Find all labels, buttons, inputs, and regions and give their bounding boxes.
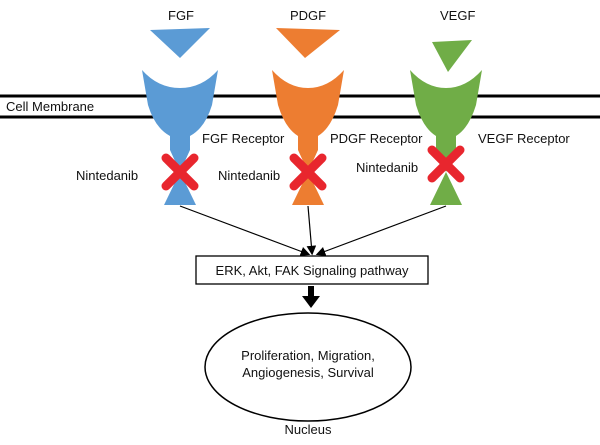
pdgf-receptor-upper-cone xyxy=(298,150,318,172)
vegf-ligand-label: VEGF xyxy=(440,8,475,23)
fgf-receptor-lower-cone xyxy=(164,172,196,205)
fgf-ligand-triangle xyxy=(150,28,210,58)
vegf-to-pathway-arrow xyxy=(315,205,447,256)
fgf-ligand-label: FGF xyxy=(168,8,194,23)
pdgf-inhibition-x-icon xyxy=(289,153,327,191)
nucleus-label: Nucleus xyxy=(285,422,332,437)
vegf-inhibition-x-icon xyxy=(427,145,465,183)
fgf-receptor-label: FGF Receptor xyxy=(202,131,285,146)
pathway-box xyxy=(195,255,429,285)
nucleus-outcome-line-2: Angiogenesis, Survival xyxy=(242,365,374,380)
vegf-receptor-body xyxy=(410,70,482,150)
vegf-inhibitor-label: Nintedanib xyxy=(356,160,418,175)
thick-arrow-head xyxy=(302,296,320,308)
pathway-box-label: ERK, Akt, FAK Signaling pathway xyxy=(216,263,409,278)
pdgf-receptor-group: PDGF PDGF Receptor Nintedanib xyxy=(218,8,423,205)
pdgf-receptor-body xyxy=(272,70,344,150)
pdgf-ligand-triangle xyxy=(276,28,340,58)
vegf-receptor-lower-cone xyxy=(430,172,462,205)
pdgf-inhibitor-label: Nintedanib xyxy=(218,168,280,183)
pdgf-receptor-lower-cone xyxy=(292,172,324,205)
nucleus-oval xyxy=(204,312,412,422)
fgf-receptor-body xyxy=(142,70,218,150)
vegf-receptor-label: VEGF Receptor xyxy=(478,131,570,146)
thick-arrow-shaft xyxy=(308,286,314,298)
fgf-receptor-upper-cone xyxy=(170,150,190,172)
vegf-ligand-triangle xyxy=(432,40,472,72)
fgf-inhibitor-label: Nintedanib xyxy=(76,168,138,183)
vegf-receptor-group: VEGF VEGF Receptor Nintedanib xyxy=(356,8,570,205)
fgf-to-pathway-arrow xyxy=(179,205,311,256)
pdgf-receptor-label: PDGF Receptor xyxy=(330,131,423,146)
pdgf-ligand-label: PDGF xyxy=(290,8,326,23)
fgf-inhibition-x-icon xyxy=(161,153,199,191)
fgf-receptor-group: FGF FGF Receptor Nintedanib xyxy=(76,8,285,205)
pdgf-to-pathway-arrow xyxy=(306,205,317,256)
nucleus-outcome-line-1: Proliferation, Migration, xyxy=(241,348,375,363)
membrane-label: Cell Membrane xyxy=(6,99,94,114)
